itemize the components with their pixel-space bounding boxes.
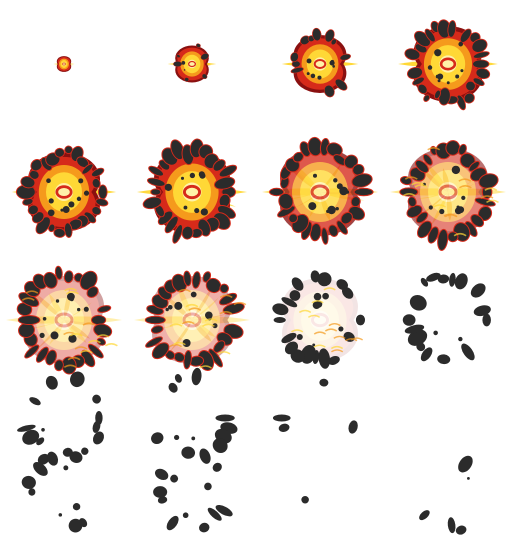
smoke-debris: [151, 367, 238, 464]
sprite-frame-19: [256, 458, 384, 512]
explosion-frame-graphic: [272, 378, 358, 434]
sprite-frame-10: [128, 256, 256, 384]
sprite-frame-1: [0, 0, 128, 128]
smoke-debris: [272, 378, 358, 434]
sprite-frame-8: [384, 128, 512, 256]
smoke-debris: [268, 136, 374, 245]
explosion-frame-graphic: [6, 265, 122, 375]
explosion-frame-graphic: [419, 455, 473, 535]
sprite-frame-9: [0, 256, 128, 384]
sprite-frame-18: [128, 458, 256, 533]
explosion-frame-graphic: [402, 272, 491, 365]
explosion-frame-graphic: [301, 495, 309, 504]
explosion-frame-graphic: [11, 145, 117, 238]
explosion-frame-graphic: [167, 43, 217, 83]
smoke-debris: [17, 371, 104, 457]
smoke-debris: [404, 19, 491, 111]
sprite-frame-14: [128, 367, 256, 464]
flame-wisps: [402, 147, 499, 237]
explosion-frame-graphic: [390, 140, 506, 251]
explosion-frame-graphic: [398, 19, 498, 111]
smoke-debris: [402, 272, 491, 365]
explosion-frame-graphic: [53, 56, 75, 72]
smoke-debris: [173, 43, 209, 82]
sprite-frame-7: [256, 128, 384, 256]
sprite-frame-20: [384, 455, 512, 535]
smoke-debris: [21, 451, 88, 533]
explosion-frame-graphic: [153, 462, 233, 533]
sprite-frame-15: [256, 378, 384, 458]
sprite-frame-13: [0, 371, 128, 458]
flame-wisps: [169, 288, 247, 369]
explosion-frame-graphic: [136, 138, 248, 244]
explosion-frame-graphic: [134, 270, 250, 371]
smoke-debris: [419, 455, 473, 535]
explosion-frame-graphic: [281, 27, 359, 98]
explosion-frame-graphic: [151, 367, 238, 464]
sprite-frame-3: [256, 0, 384, 128]
smoke-debris: [142, 138, 238, 244]
sprite-frame-11: [256, 256, 384, 384]
flame-wisps: [291, 287, 364, 353]
explosion-frame-graphic: [17, 371, 104, 457]
smoke-debris: [301, 495, 309, 504]
explosion-frame-graphic: [262, 136, 378, 245]
sprite-frame-5: [0, 128, 128, 256]
flame-wisps: [21, 287, 118, 368]
sprite-frame-2: [128, 0, 256, 128]
sprite-frame-12: [384, 256, 512, 384]
explosion-frame-graphic: [272, 270, 366, 369]
smoke-debris: [153, 462, 233, 533]
fireball-body: [56, 56, 72, 72]
smoke-debris: [144, 270, 245, 371]
sprite-frame-6: [128, 128, 256, 256]
explosion-sprite-sheet: [0, 0, 512, 535]
smoke-debris: [290, 27, 351, 98]
sprite-frame-4: [384, 0, 512, 128]
smoke-debris: [15, 145, 109, 238]
smoke-debris: [399, 140, 499, 251]
smoke-debris: [16, 265, 113, 375]
sprite-frame-17: [0, 451, 128, 533]
explosion-frame-graphic: [21, 451, 88, 533]
